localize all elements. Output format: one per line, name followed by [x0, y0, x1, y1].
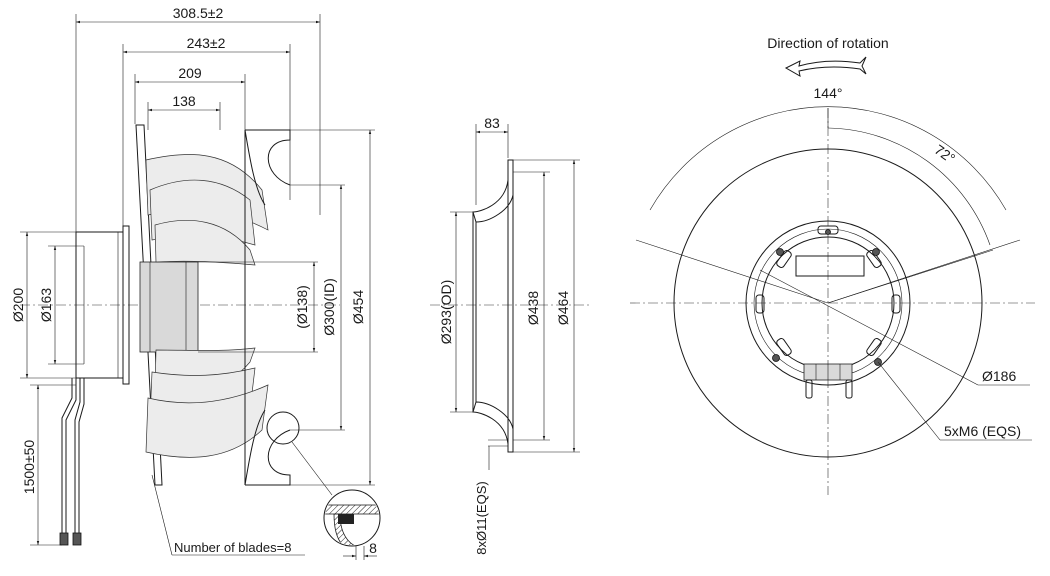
mount-ring-slots — [755, 225, 901, 366]
dim-ring-depth: 83 — [484, 115, 500, 131]
angle-arc-144 — [649, 106, 1007, 211]
label-ring-holes: 8xØ11(EQS) — [474, 481, 489, 554]
detail-inset: 8 — [323, 489, 381, 560]
inlet-ring-view: 83 Ø293(OD) Ø438 Ø464 8xØ11(EQS) — [430, 115, 590, 555]
mount-ring-outer — [745, 220, 911, 386]
dim-depth-to-inlet: 243±2 — [187, 35, 226, 51]
label-angle-72: 72° — [932, 141, 959, 166]
dim-ring-outer-diameter: Ø464 — [555, 291, 571, 325]
angle-arc-72 — [827, 127, 991, 246]
label-rotation: Direction of rotation — [767, 35, 888, 51]
dim-overall-depth: 308.5±2 — [173, 5, 224, 21]
dim-motor-inner-diameter: Ø163 — [38, 288, 54, 322]
side-view: 308.5±2 243±2 209 138 — [10, 5, 381, 560]
label-bolt-circle: Ø186 — [982, 368, 1016, 384]
detail-circle — [266, 411, 300, 445]
dim-ring-mount-diameter: Ø438 — [525, 291, 541, 325]
nameplate — [795, 255, 865, 277]
dim-detail-thickness: 8 — [369, 540, 377, 556]
label-threads: 5xM6 (EQS) — [944, 423, 1021, 439]
dim-hub-diameter: (Ø138) — [294, 285, 310, 329]
label-blades: Number of blades=8 — [174, 540, 291, 555]
front-view: 144° 72° Ø1 — [630, 35, 1035, 495]
dim-impeller-diameter: Ø454 — [350, 290, 366, 324]
dim-ring-throat-od: Ø293(OD) — [438, 280, 454, 345]
impeller-outline — [673, 148, 983, 458]
mounting-plate — [122, 225, 130, 385]
impeller-back-disc — [135, 124, 163, 486]
dim-motor-diameter: Ø200 — [10, 288, 26, 322]
dim-depth-209: 209 — [178, 65, 202, 81]
rotation-arrow-icon — [784, 56, 867, 77]
dim-inlet-inner-diameter: Ø300(ID) — [321, 278, 337, 336]
label-angle-144: 144° — [814, 85, 843, 101]
dim-cable-length: 1500±50 — [21, 440, 37, 495]
dim-depth-138: 138 — [172, 93, 196, 109]
impeller-hub — [139, 261, 199, 353]
